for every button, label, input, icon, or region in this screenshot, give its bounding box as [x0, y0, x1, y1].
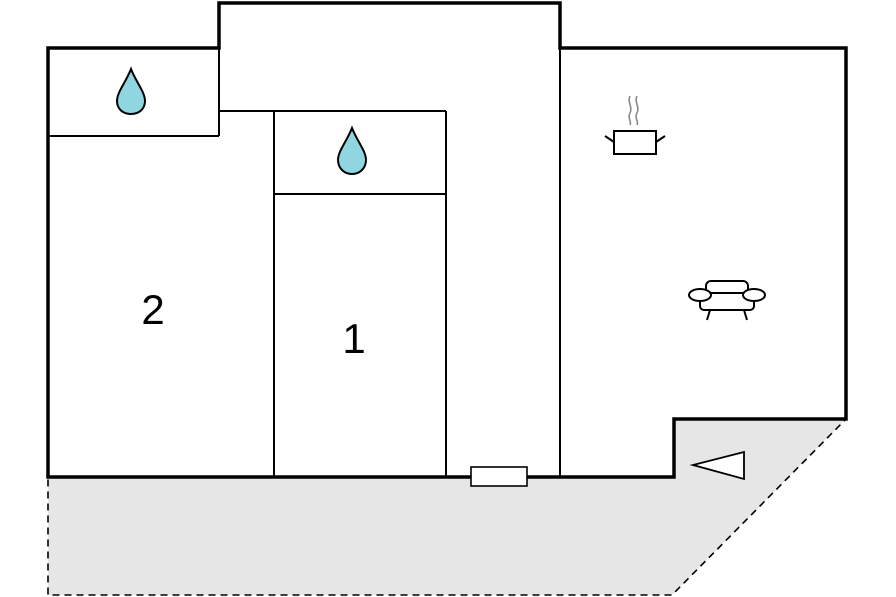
- cooking-pot-icon: [604, 95, 666, 155]
- water-drop-icon: [336, 125, 368, 176]
- room-label-2: 2: [141, 286, 164, 333]
- water-drop-icon: [115, 66, 147, 116]
- room-label-1: 1: [342, 315, 365, 362]
- sofa-icon: [688, 280, 766, 321]
- entrance-arrow-icon: [689, 450, 745, 481]
- window-icon: [470, 466, 528, 487]
